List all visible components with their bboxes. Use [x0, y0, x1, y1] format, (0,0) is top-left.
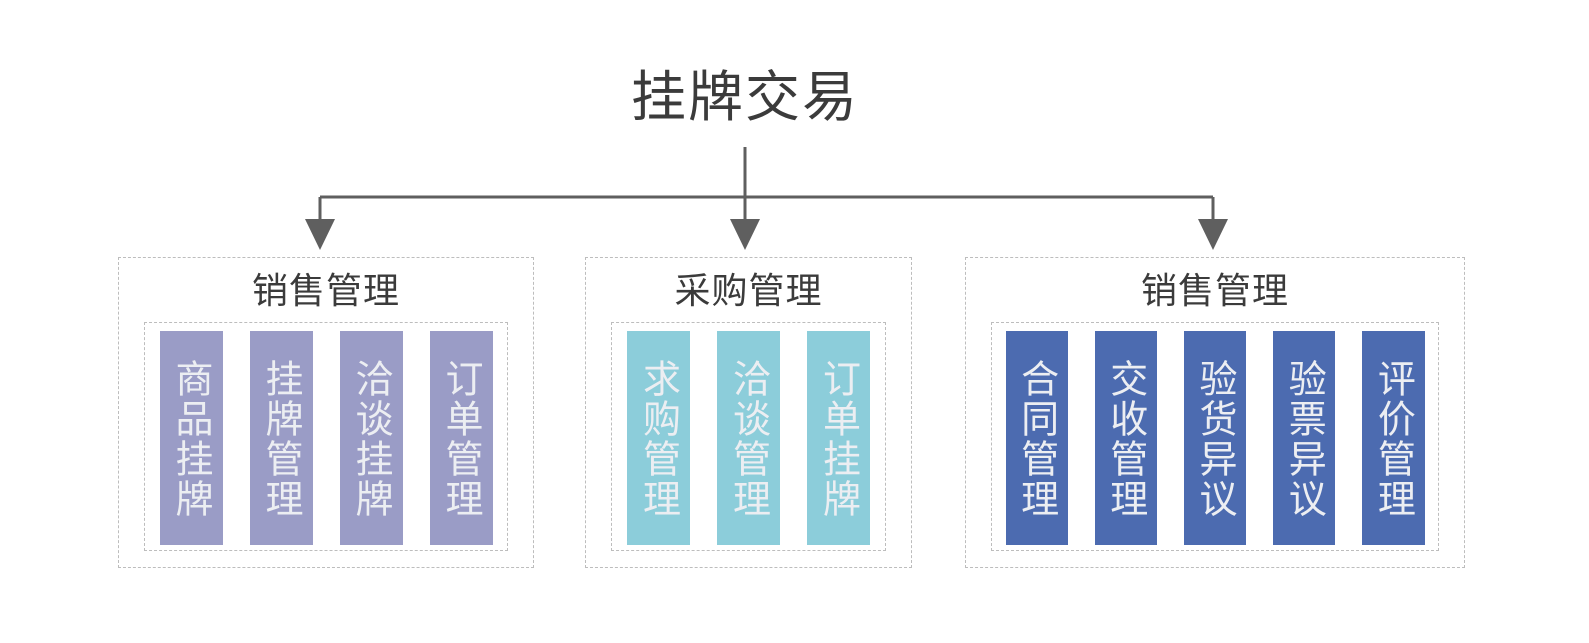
group-sales-listing: 销售管理 商品挂牌 挂牌管理 洽谈挂牌 订单管理	[118, 257, 534, 568]
arrowhead-right	[1198, 219, 1228, 250]
list-item-label: 挂牌管理	[259, 359, 303, 519]
list-item-label: 求购管理	[636, 359, 681, 519]
list-item[interactable]: 验货异议	[1183, 331, 1247, 545]
list-item[interactable]: 订单管理	[429, 331, 493, 545]
arrowhead-center	[730, 219, 760, 250]
group-title: 采购管理	[674, 271, 823, 312]
list-item-label: 洽谈挂牌	[349, 359, 393, 519]
list-item-label: 合同管理	[1014, 359, 1059, 519]
group-items-frame: 合同管理 交收管理 验货异议 验票异议 评价管理	[991, 322, 1439, 551]
list-item-label: 验货异议	[1193, 359, 1237, 519]
group-items-frame: 求购管理 洽谈管理 订单挂牌	[611, 322, 886, 551]
group-title: 销售管理	[251, 271, 400, 312]
list-item-label: 验票异议	[1282, 359, 1327, 519]
list-item-label: 订单挂牌	[816, 359, 861, 519]
group-title: 销售管理	[1140, 271, 1289, 312]
page-title: 挂牌交易	[630, 65, 859, 129]
list-item[interactable]: 合同管理	[1005, 331, 1068, 545]
list-item[interactable]: 验票异议	[1273, 331, 1336, 545]
list-item-label: 订单管理	[439, 359, 483, 519]
list-item[interactable]: 求购管理	[627, 331, 690, 545]
list-item[interactable]: 商品挂牌	[159, 331, 223, 545]
list-item-label: 交收管理	[1103, 359, 1148, 519]
arrowhead-left	[305, 219, 335, 250]
group-items-frame: 商品挂牌 挂牌管理 洽谈挂牌 订单管理	[144, 322, 508, 551]
group-sales-fulfillment: 销售管理 合同管理 交收管理 验货异议 验票异议 评价管理	[965, 257, 1465, 568]
list-item[interactable]: 洽谈挂牌	[339, 331, 403, 545]
list-item[interactable]: 评价管理	[1362, 331, 1425, 545]
list-item-label: 商品挂牌	[169, 359, 213, 519]
list-item-label: 评价管理	[1371, 359, 1416, 519]
list-item[interactable]: 挂牌管理	[249, 331, 313, 545]
list-item[interactable]: 洽谈管理	[717, 331, 780, 545]
list-item[interactable]: 交收管理	[1094, 331, 1157, 545]
list-item-label: 洽谈管理	[726, 359, 771, 519]
group-purchase: 采购管理 求购管理 洽谈管理 订单挂牌	[585, 257, 912, 568]
list-item[interactable]: 订单挂牌	[807, 331, 870, 545]
